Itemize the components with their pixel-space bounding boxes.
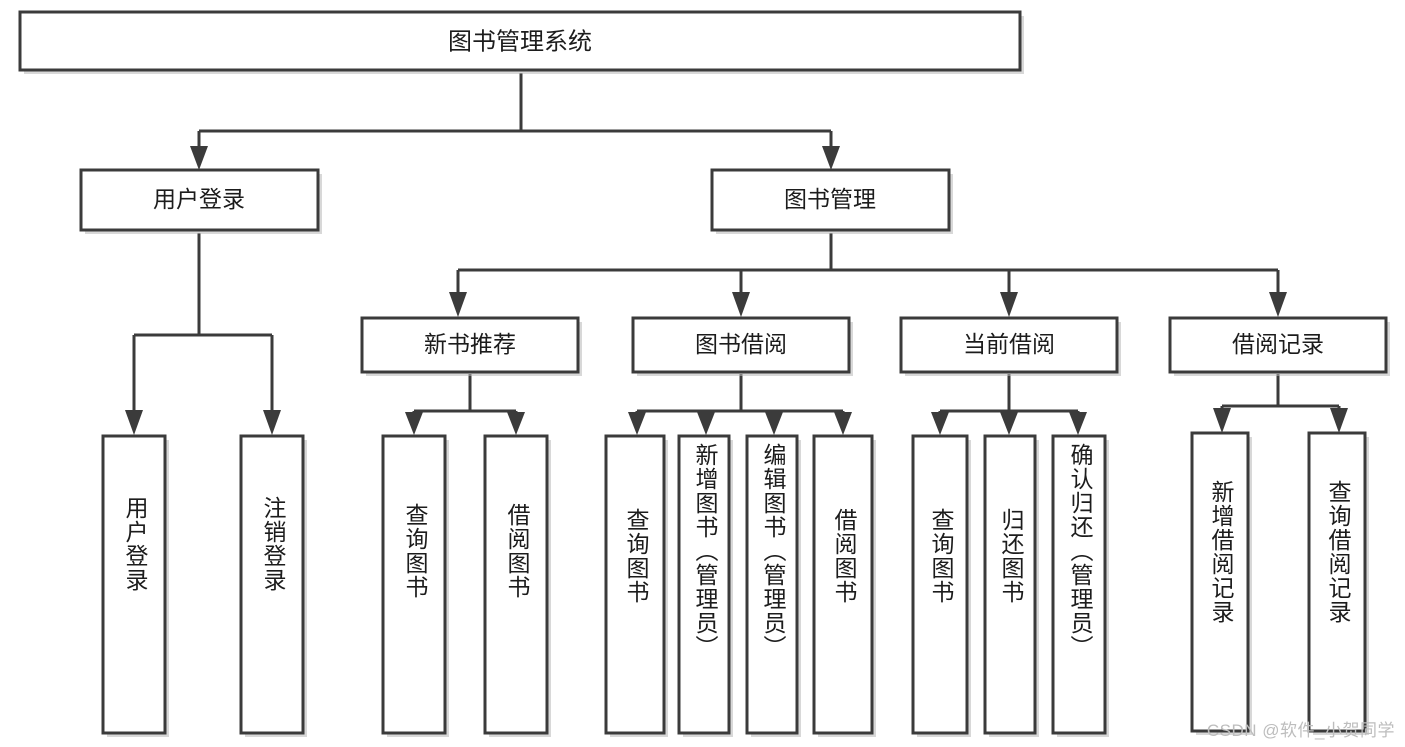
leaf-query-record-box[interactable] [1307,431,1367,733]
leaf-node-query-record[interactable] [1307,431,1369,735]
leaf-borrow-book-1-box[interactable] [483,434,549,735]
node-user-login-label: 用户登录 [153,186,245,212]
leaf-node-query-book-3[interactable] [911,434,971,737]
arrowhead-new-book-leaf-1 [405,412,423,435]
arrowhead-book-manage-child-4 [1269,292,1287,317]
arrowhead-book-manage-child-1 [449,292,467,317]
node-book-borrow-label: 图书借阅 [695,331,787,357]
arrowhead-book-manage-child-2 [732,292,750,317]
node-borrow-record-box[interactable] [1168,316,1388,374]
leaf-query-book-2-box[interactable] [604,434,666,735]
leaf-node-query-book-1[interactable] [381,434,449,737]
leaf-node-return-book[interactable] [983,434,1039,737]
leaf-query-book-1-box[interactable] [381,434,447,735]
leaf-query-book-3-box[interactable] [911,434,969,735]
node-root-label: 图书管理系统 [448,28,592,55]
node-book-borrow-box[interactable] [631,316,851,374]
node-book-borrow[interactable]: 图书借阅 [631,316,853,376]
leaf-confirm-return-box[interactable] [1051,434,1107,735]
connector-group [125,73,1348,435]
leaf-node-confirm-return[interactable] [1051,434,1109,737]
leaf-logout-login-box[interactable] [239,434,305,735]
leaf-node-query-book-2[interactable] [604,434,668,737]
node-current-borrow-label: 当前借阅 [963,331,1055,357]
leaf-node-add-record[interactable] [1190,431,1252,735]
leaf-node-user-login[interactable] [101,434,169,737]
node-user-login-box[interactable] [79,168,320,232]
arrowhead-book-borrow-leaf-4 [834,412,852,435]
node-new-book-recommend-box[interactable] [360,316,580,374]
arrowhead-book-borrow-leaf-1 [628,412,646,435]
arrowhead-borrow-record-leaf-1 [1213,408,1231,433]
arrowhead-borrow-record-leaf-2 [1330,408,1348,433]
leaf-add-book-box[interactable] [677,434,731,735]
arrowhead-current-borrow-leaf-2 [1000,412,1018,435]
node-current-borrow-box[interactable] [899,316,1119,374]
arrowhead-user-login-leaf-2 [263,410,281,435]
arrowhead-user-login-leaf-1 [125,410,143,435]
arrowhead-book-borrow-leaf-2 [697,412,715,435]
node-new-book-recommend[interactable]: 新书推荐 [360,316,582,376]
node-root[interactable]: 图书管理系统 [18,10,1024,74]
arrowhead-current-borrow-leaf-3 [1069,412,1087,435]
leaf-borrow-book-2-box[interactable] [812,434,874,735]
node-borrow-record-label: 借阅记录 [1232,331,1324,357]
leaf-edit-book-box[interactable] [745,434,799,735]
node-user-login[interactable]: 用户登录 [79,168,322,234]
arrowhead-book-manage-child-3 [1000,292,1018,317]
node-book-manage[interactable]: 图书管理 [710,168,953,234]
leaf-node-borrow-book-1[interactable] [483,434,551,737]
leaf-return-book-box[interactable] [983,434,1037,735]
arrowhead-root-to-book-manage [822,146,840,170]
arrowhead-current-borrow-leaf-1 [931,412,949,435]
node-new-book-recommend-label: 新书推荐 [424,331,516,357]
leaf-node-edit-book[interactable] [745,434,801,737]
leaf-node-add-book[interactable] [677,434,733,737]
leaf-user-login-box[interactable] [101,434,167,735]
arrowhead-new-book-leaf-2 [507,412,525,435]
node-book-manage-label: 图书管理 [784,186,876,212]
node-current-borrow[interactable]: 当前借阅 [899,316,1121,376]
node-borrow-record[interactable]: 借阅记录 [1168,316,1390,376]
leaf-add-record-box[interactable] [1190,431,1250,733]
node-book-manage-box[interactable] [710,168,951,232]
node-root-box[interactable] [18,10,1022,72]
arrowhead-book-borrow-leaf-3 [765,412,783,435]
arrowhead-root-to-user-login [190,146,208,170]
csdn-watermark: CSDN @软件_小贺同学 [1206,721,1395,740]
leaf-node-borrow-book-2[interactable] [812,434,876,737]
leaf-node-logout-login[interactable] [239,434,307,737]
